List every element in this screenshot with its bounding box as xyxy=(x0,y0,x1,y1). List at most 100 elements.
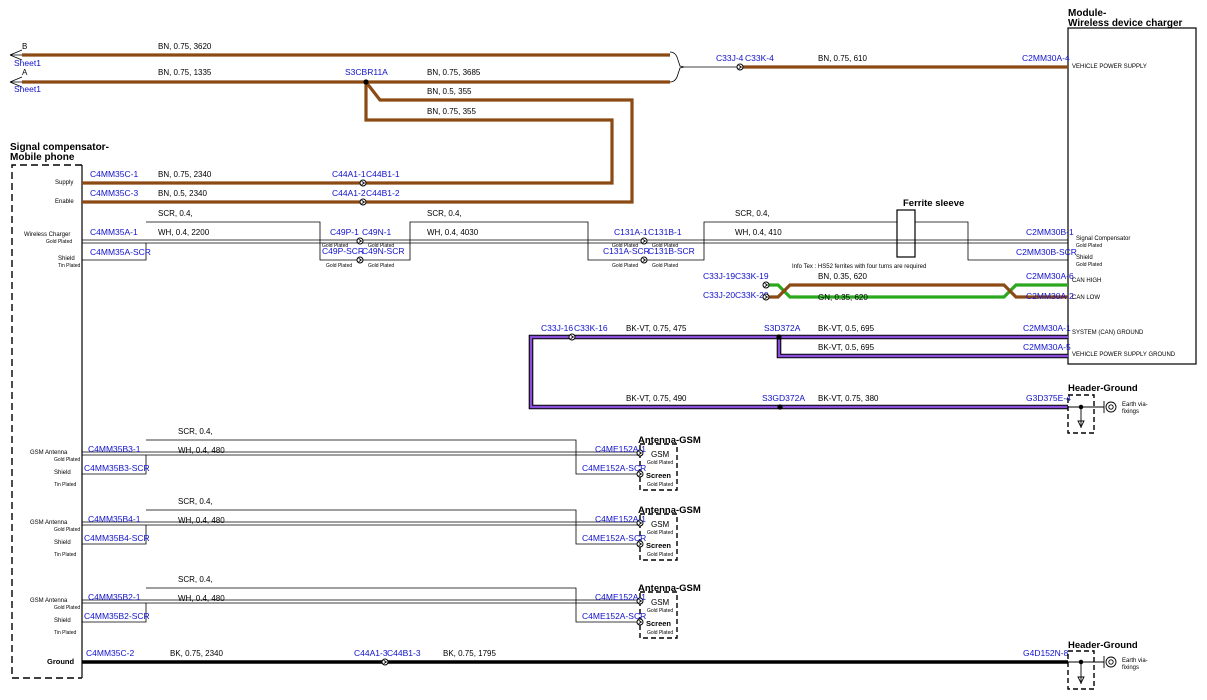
earth-1-icon xyxy=(1068,401,1117,429)
enable-wire-label: BN, 0.5, 2340 xyxy=(158,189,207,198)
connector-icon xyxy=(762,281,770,289)
module-charger-title: Module- xyxy=(1068,8,1106,19)
c49n-1[interactable]: C49N-1 xyxy=(362,227,392,237)
vps-connector-1[interactable]: C33J-4 xyxy=(716,53,744,63)
antenna-gsm-gold: Gold Plated xyxy=(647,460,673,466)
ground-wire-label-2: BK, 0.75, 1795 xyxy=(443,649,496,658)
gp-a: Gold Plated xyxy=(322,243,348,249)
c131a-scr[interactable]: C131A-SCR xyxy=(603,246,650,256)
antenna-screen-gold: Gold Plated xyxy=(647,482,673,488)
gnd-wire-label-2: BK-VT, 0.5, 695 xyxy=(818,324,875,333)
antenna-right-pin[interactable]: C4ME152A-1 xyxy=(595,444,646,454)
antenna-pin[interactable]: C4MM35B3-1 xyxy=(88,444,141,454)
canh-connector-1[interactable]: C33J-19 xyxy=(703,271,735,281)
module-charger-subtitle: Wireless device charger xyxy=(1068,18,1183,29)
canh-connector-2[interactable]: C33K-19 xyxy=(735,271,769,281)
wire-b-label: BN, 0.75, 3620 xyxy=(158,42,212,51)
gp-f: Gold Plated xyxy=(652,243,678,249)
wc-wire-label-3: WH, 0.4, 410 xyxy=(735,228,782,237)
canl-connector-1[interactable]: C33J-20 xyxy=(703,290,735,300)
antenna-screen: Screen xyxy=(646,471,671,480)
antenna-scr-pin[interactable]: C4MM35B3-SCR xyxy=(84,463,150,473)
module-compensator-box xyxy=(11,164,82,679)
antenna-screen: Screen xyxy=(646,541,671,550)
c49p-scr[interactable]: C49P-SCR xyxy=(322,246,364,256)
sc-pin[interactable]: C2MM30B-1 xyxy=(1026,227,1074,237)
ground-pin[interactable]: C4MM35C-2 xyxy=(86,648,134,658)
supply-connector-1[interactable]: C44A1-1 xyxy=(332,169,366,179)
enable-connector-1[interactable]: C44A1-2 xyxy=(332,188,366,198)
wc-wire-label-2: WH, 0.4, 4030 xyxy=(427,228,479,237)
gnd-wire-label-3: BK-VT, 0.5, 695 xyxy=(818,343,875,352)
gnd-splice-2[interactable]: S3GD372A xyxy=(762,393,805,403)
antenna-scr-pin[interactable]: C4MM35B2-SCR xyxy=(84,611,150,621)
c49n-scr[interactable]: C49N-SCR xyxy=(362,246,405,256)
module-compensator-title: Signal compensator- xyxy=(10,142,109,153)
ferrite-title: Ferrite sleeve xyxy=(903,198,964,209)
earth-2-label-2: fixings xyxy=(1122,665,1139,671)
antenna-tin: Tin Plated xyxy=(54,482,77,488)
antenna-label: GSM Antenna xyxy=(30,598,68,604)
c49p-1[interactable]: C49P-1 xyxy=(330,227,359,237)
splice-a-label[interactable]: S3CBR11A xyxy=(345,67,388,77)
sheet-b-link[interactable]: Sheet1 xyxy=(14,58,41,68)
canh-pin[interactable]: C2MM30A-6 xyxy=(1026,271,1074,281)
sheet-a-link[interactable]: Sheet1 xyxy=(14,84,41,94)
vps-connector-2[interactable]: C33K-4 xyxy=(745,53,774,63)
gnd-pin-2[interactable]: C2MM30A-5 xyxy=(1023,342,1071,352)
ground-connector-2[interactable]: C44B1-3 xyxy=(387,648,421,658)
gnd-connector-2[interactable]: C33K-16 xyxy=(574,323,608,333)
connector-icon xyxy=(762,293,770,301)
supply-pin[interactable]: C4MM35C-1 xyxy=(90,169,138,179)
sheet-a-arrow-icon xyxy=(9,76,23,88)
c131a-1[interactable]: C131A-1 xyxy=(614,227,648,237)
canl-connector-2[interactable]: C33K-20 xyxy=(735,290,769,300)
antenna-shield: Shield xyxy=(54,470,71,476)
antenna-right-scr[interactable]: C4ME152A-SCR xyxy=(582,463,646,473)
antenna-cable xyxy=(82,509,640,545)
gnd-pin-3[interactable]: G3D375E-4 xyxy=(1026,393,1071,403)
gnd-pin-1[interactable]: C2MM30A-1 xyxy=(1023,323,1071,333)
c131b-scr[interactable]: C131B-SCR xyxy=(648,246,695,256)
enable-pin[interactable]: C4MM35C-3 xyxy=(90,188,138,198)
supply-connector-2[interactable]: C44B1-1 xyxy=(366,169,400,179)
antenna-right-pin[interactable]: C4ME152A-1 xyxy=(595,514,646,524)
antenna-wire-label: WH, 0.4, 480 xyxy=(178,594,225,603)
wc-pin[interactable]: C4MM35A-1 xyxy=(90,227,138,237)
ground-wire-label-1: BK, 0.75, 2340 xyxy=(170,649,223,658)
antenna-right-pin[interactable]: C4ME152A-1 xyxy=(595,592,646,602)
antenna-wire-label: WH, 0.4, 480 xyxy=(178,446,225,455)
antenna-gsm-gold: Gold Plated xyxy=(647,608,673,614)
vps-wire-label: BN, 0.75, 610 xyxy=(818,54,867,63)
antenna-scr-pin[interactable]: C4MM35B4-SCR xyxy=(84,533,150,543)
wc-scr-pin[interactable]: C4MM35A-SCR xyxy=(90,247,151,257)
enable-connector-2[interactable]: C44B1-2 xyxy=(366,188,400,198)
canh-label: CAN HIGH xyxy=(1072,278,1101,284)
connector-icon xyxy=(356,256,364,264)
ground-connector-1[interactable]: C44A1-3 xyxy=(354,648,388,658)
canl-pin[interactable]: C2MM30A-2 xyxy=(1026,291,1074,301)
antenna-pin[interactable]: C4MM35B2-1 xyxy=(88,592,141,602)
antenna-gsm-gold: Gold Plated xyxy=(647,530,673,536)
wire-a-branch2-label: BN, 0.75, 355 xyxy=(427,107,476,116)
shielded-cable-wc xyxy=(82,221,1068,261)
connector-icon xyxy=(359,198,367,206)
antenna-right-scr[interactable]: C4ME152A-SCR xyxy=(582,533,646,543)
sc-scr-pin[interactable]: C2MM30B-SCR xyxy=(1016,247,1077,257)
antenna-right-scr[interactable]: C4ME152A-SCR xyxy=(582,611,646,621)
antenna-pin[interactable]: C4MM35B4-1 xyxy=(88,514,141,524)
gnd-splice[interactable]: S3D372A xyxy=(764,323,801,333)
gp-b: Gold Plated xyxy=(368,243,394,249)
sheet-b-letter: B xyxy=(22,42,27,51)
vps-pin[interactable]: C2MM30A-4 xyxy=(1022,53,1070,63)
connector-icon xyxy=(356,237,364,245)
antenna-shield: Shield xyxy=(54,618,71,624)
antenna-tin: Tin Plated xyxy=(54,552,77,558)
connector-icon xyxy=(736,63,744,71)
antenna-screen-gold: Gold Plated xyxy=(647,630,673,636)
connector-icon xyxy=(568,333,576,341)
gnd-connector-1[interactable]: C33J-16 xyxy=(541,323,573,333)
c131b-1[interactable]: C131B-1 xyxy=(648,227,682,237)
ground-pin-2[interactable]: G4D152N-8 xyxy=(1023,648,1069,658)
antenna-screen-gold: Gold Plated xyxy=(647,552,673,558)
